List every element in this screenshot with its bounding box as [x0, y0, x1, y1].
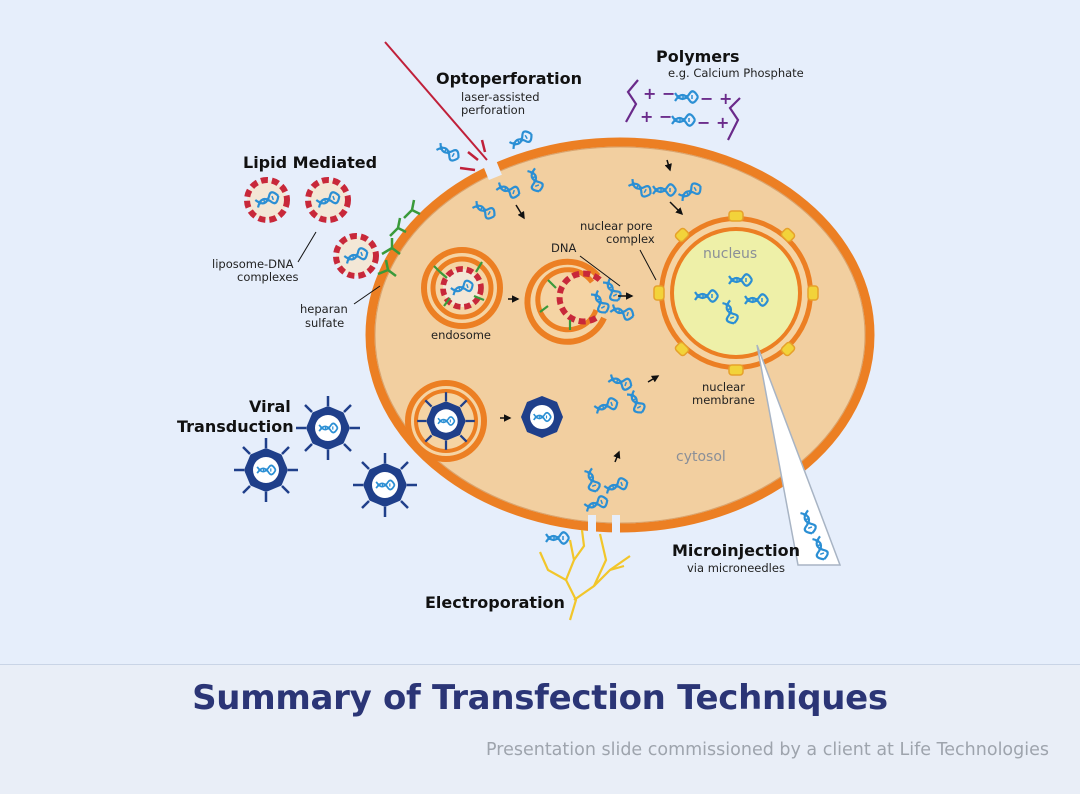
- virus-particle: [234, 438, 298, 502]
- dna-strand: [507, 128, 536, 152]
- slide-caption: Presentation slide commissioned by a cli…: [486, 740, 1049, 760]
- label-optoperforation: Optoperforation: [436, 69, 582, 88]
- label-liposome-complexes: liposome-DNA: [212, 257, 294, 271]
- label-electroporation: Electroporation: [425, 593, 565, 612]
- svg-text:+ −: + −: [640, 107, 672, 126]
- microneedle: [756, 344, 842, 566]
- diagram-panel: + − − + + − − +: [0, 41, 1080, 665]
- liposome-dna-complex: [336, 236, 376, 276]
- virus-particle: [296, 396, 360, 460]
- label-viral-transduction: Viral: [249, 397, 291, 416]
- leader-line: [353, 285, 381, 305]
- label-liposome-complexes: complexes: [237, 270, 298, 284]
- svg-text:− +: − +: [697, 113, 729, 132]
- laser-beam: [384, 41, 488, 161]
- label-optoperforation-sub: laser-assisted: [461, 90, 540, 104]
- dna-strand: [544, 531, 571, 545]
- endosome-rupture: [524, 258, 637, 345]
- viral-endosome: [405, 380, 487, 462]
- slide-title: Summary of Transfection Techniques: [192, 678, 888, 718]
- laser-sparks: [459, 139, 487, 172]
- liposome-dna-complex: [247, 180, 287, 220]
- dna-strand: [434, 140, 463, 164]
- label-nucleus: nucleus: [703, 246, 757, 262]
- label-microinjection: Microinjection: [672, 541, 800, 560]
- svg-text:− +: − +: [700, 89, 732, 108]
- label-microinjection-sub: via microneedles: [687, 561, 785, 575]
- label-cytosol: cytosol: [676, 449, 726, 465]
- polymer-complex: + − − + + − − +: [625, 79, 741, 141]
- liposome-dna-complex: [308, 180, 348, 220]
- nuclear-pores: [653, 210, 819, 376]
- leader-line: [297, 231, 317, 263]
- label-heparan-sulfate: sulfate: [305, 316, 344, 330]
- label-heparan-sulfate: heparan: [300, 302, 348, 316]
- endosome: [421, 247, 503, 329]
- heparan-sulfate-receptors: [377, 199, 421, 277]
- label-viral-transduction: Transduction: [177, 417, 294, 436]
- label-dna: DNA: [551, 241, 576, 255]
- label-endosome: endosome: [431, 328, 491, 342]
- label-optoperforation-sub: perforation: [461, 103, 525, 117]
- label-nuclear-membrane: membrane: [692, 393, 755, 407]
- label-nuclear-pore: complex: [606, 232, 655, 246]
- label-polymers: Polymers: [656, 47, 740, 66]
- svg-text:+ −: + −: [643, 84, 675, 103]
- label-nuclear-membrane: nuclear: [702, 380, 745, 394]
- label-polymers-sub: e.g. Calcium Phosphate: [668, 66, 804, 80]
- label-nuclear-pore: nuclear pore: [580, 219, 653, 233]
- capsid-uncoating: [521, 396, 563, 438]
- virus-particle: [353, 453, 417, 517]
- leader-line: [579, 255, 621, 287]
- leader-line: [639, 249, 657, 281]
- label-lipid-mediated: Lipid Mediated: [243, 153, 377, 172]
- nucleus: [653, 210, 819, 376]
- electric-discharge: [538, 529, 631, 621]
